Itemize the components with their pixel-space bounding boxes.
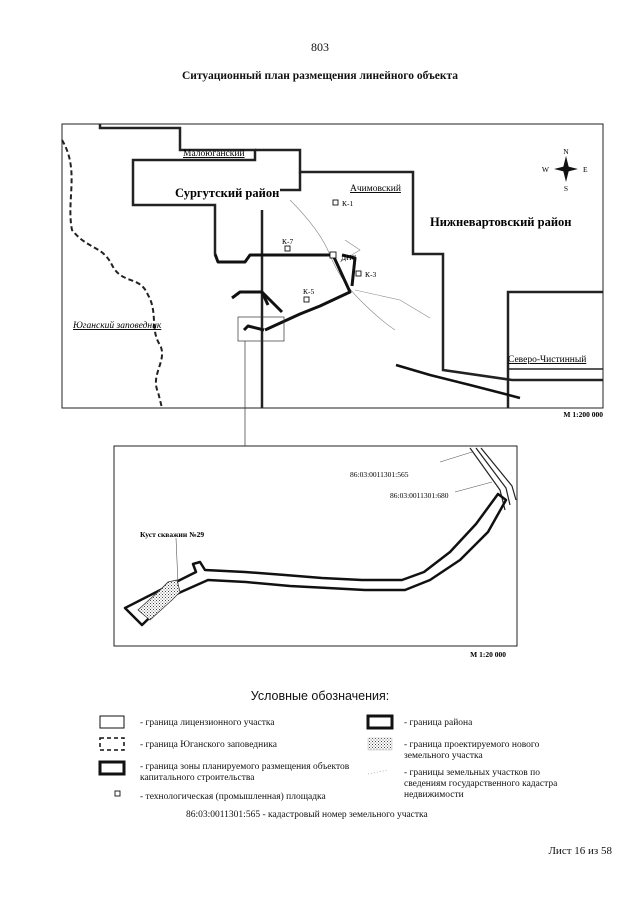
inset-zone-corridor	[123, 492, 508, 627]
legend-cadastral-number-row: 86:03:0011301:565 - кадастровый номер зе…	[186, 810, 428, 821]
inset-well-pad-label: Куст скважин №29	[140, 530, 204, 539]
inset-parcel-label-2: 86:03:0011301:680	[390, 491, 449, 500]
compass-w: W	[542, 165, 550, 174]
district-boundaries	[98, 124, 603, 408]
well-pad-plot	[137, 579, 181, 621]
inset-scale-label: М 1:20 000	[470, 650, 506, 659]
compass-n: N	[563, 147, 569, 156]
site-label-k3: К-3	[365, 270, 377, 279]
legend-title: Условные обозначения:	[250, 689, 390, 703]
area-label-severo-chistinny: Северо-Чистинный	[508, 354, 586, 365]
page-number: 803	[311, 40, 329, 54]
inset-map: 86:03:0011301:565 86:03:0011301:680 Куст…	[113, 445, 518, 659]
legend-text-reserve: - граница Юганского заповедника	[140, 740, 277, 750]
legend-cadastral-number-text: - кадастровый номер земельного участка	[262, 810, 428, 820]
legend-symbol-zone	[98, 760, 126, 776]
site-label-k5: К-5	[303, 287, 315, 296]
area-label-maloyugansky: Малоюганский	[183, 148, 245, 159]
legend-text-district: - граница района	[404, 718, 473, 728]
page-title: Ситуационный план размещения линейного о…	[181, 70, 459, 82]
pipeline-branch	[395, 363, 521, 400]
leader-parcel-1	[439, 451, 473, 463]
leader-parcel-2	[454, 481, 493, 493]
site-marker-k3	[355, 270, 362, 277]
site-label-k7: К-7	[282, 237, 294, 246]
reserve-boundary	[61, 139, 163, 409]
page-footer: Лист 16 из 58	[548, 845, 612, 857]
zoom-box	[237, 316, 285, 342]
site-marker-dns	[329, 251, 337, 259]
overview-map-frame	[61, 123, 604, 409]
legend-symbol-license	[99, 715, 125, 729]
compass-rose: N S W E	[542, 147, 588, 193]
district-label-nizhnevartovsk: Нижневартовский район	[430, 215, 571, 229]
cadastral-lines	[289, 199, 431, 331]
legend-text-license: - граница лицензионного участка	[140, 718, 275, 728]
legend-text-zone: - граница зоны планируемого размещения о…	[140, 762, 350, 783]
inset-map-frame	[113, 445, 518, 647]
legend-symbol-cadastral	[367, 769, 389, 775]
legend-symbol-new-plot	[367, 737, 393, 751]
site-label-dns: ДНС	[341, 253, 357, 262]
legend-symbol-district	[366, 714, 394, 730]
legend-symbol-tech-site	[114, 790, 121, 797]
compass-e: E	[583, 165, 588, 174]
legend-symbols	[98, 714, 394, 797]
area-label-achimovsky: Ачимовский	[350, 183, 401, 194]
area-label-yugansky-reserve: Юганский заповедник	[72, 320, 162, 331]
site-label-k1: К-1	[342, 199, 354, 208]
legend-symbol-reserve	[99, 737, 125, 751]
legend-text-tech-site: - технологическая (промышленная) площадк…	[140, 792, 326, 802]
site-marker-k7	[284, 245, 291, 252]
pipeline-route	[213, 253, 357, 332]
legend-cadastral-number-example: 86:03:0011301:565	[186, 810, 261, 820]
legend-text-cadastral: - границы земельных участков по сведения…	[404, 768, 558, 800]
site-marker-k5	[303, 296, 310, 303]
overview-map: N S W E Малоюганский Сургутский район Ач…	[61, 123, 604, 446]
compass-s: S	[564, 184, 568, 193]
site-marker-k1	[332, 199, 339, 206]
leader-well-pad	[175, 537, 179, 585]
district-label-surgut: Сургутский район	[175, 186, 279, 200]
overview-scale-label: М 1:200 000	[563, 410, 603, 419]
inset-parcel-label-1: 86:03:0011301:565	[350, 470, 409, 479]
legend-text-new-plot: - граница проектируемого нового земельно…	[404, 740, 540, 761]
